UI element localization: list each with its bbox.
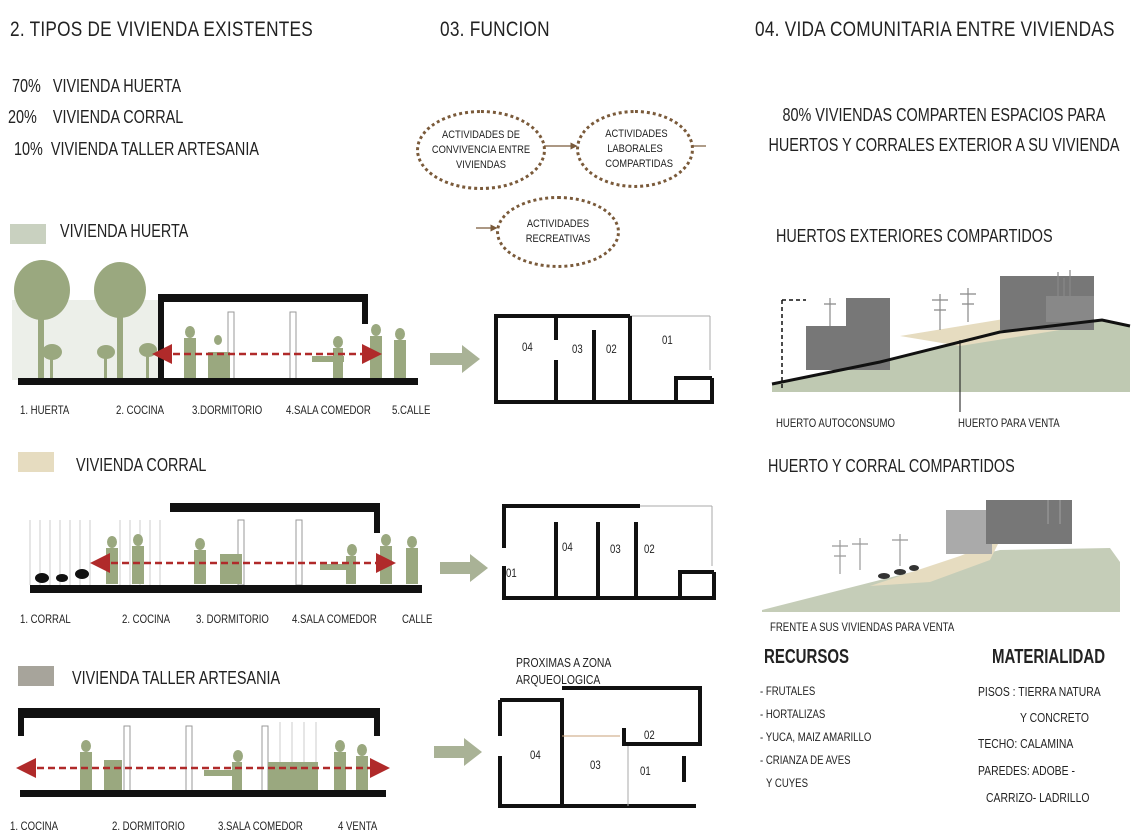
label-corral-3: 3. DORMITORIO <box>196 612 269 626</box>
legend-swatch-huerta <box>10 224 46 244</box>
recursos-item-3: - YUCA, MAIZ AMARILLO <box>760 730 872 744</box>
bubble-recreativas: ACTIVIDADES RECREATIVAS <box>496 196 620 268</box>
arqueo-note: PROXIMAS A ZONA ARQUEOLOGICA <box>516 655 611 687</box>
materialidad-line-1: PISOS : TIERRA NATURA <box>978 684 1101 699</box>
recursos-item-5: Y CUYES <box>766 776 808 790</box>
pct-corral: 20% VIVIENDA CORRAL <box>8 107 184 127</box>
recursos-item-4: - CRIANZA DE AVES <box>760 753 851 767</box>
label-corral-4: 4.SALA COMEDOR <box>292 612 377 626</box>
label-corral-1: 1. CORRAL <box>20 612 71 626</box>
plan-corral-room-02: 02 <box>644 542 655 556</box>
pct-taller: 10% VIVIENDA TALLER ARTESANIA <box>14 139 259 159</box>
bubble-convivencia: ACTIVIDADES DE CONVIVENCIA ENTRE VIVIEND… <box>416 110 546 190</box>
section-corral <box>29 503 422 593</box>
legend-swatch-corral <box>18 452 54 472</box>
label-taller-1: 1. COCINA <box>10 819 59 833</box>
legend-taller: VIVIENDA TALLER ARTESANIA <box>72 668 281 688</box>
legend-huerta: VIVIENDA HUERTA <box>60 221 189 241</box>
label-corral-5: CALLE <box>402 612 433 626</box>
recursos-title: RECURSOS <box>764 646 850 668</box>
arrows <box>430 345 488 766</box>
label-taller-3: 3.SALA COMEDOR <box>218 819 303 833</box>
plan-corral <box>501 504 716 600</box>
plan-huerta-room-01: 01 <box>662 333 673 347</box>
terrain-huertos <box>771 270 1131 412</box>
plan-huerta-room-04: 04 <box>522 340 533 354</box>
plan-taller-room-02: 02 <box>644 728 655 742</box>
recursos-item-1: - FRUTALES <box>760 684 816 698</box>
plan-huerta <box>494 314 714 404</box>
recursos-item-2: - HORTALIZAS <box>760 707 826 721</box>
label-huerta-5: 5.CALLE <box>392 403 431 417</box>
vida-huerto-venta: HUERTO PARA VENTA <box>958 416 1060 430</box>
materialidad-line-2: Y CONCRETO <box>1020 710 1089 725</box>
label-huerta-4: 4.SALA COMEDOR <box>286 403 371 417</box>
plan-huerta-room-03: 03 <box>572 342 583 356</box>
plan-corral-room-04: 04 <box>562 540 573 554</box>
label-taller-2: 2. DORMITORIO <box>112 819 185 833</box>
plan-taller <box>497 686 702 808</box>
vida-frente: FRENTE A SUS VIVIENDAS PARA VENTA <box>770 620 955 634</box>
materialidad-title: MATERIALIDAD <box>992 646 1106 668</box>
label-huerta-2: 2. COCINA <box>116 403 165 417</box>
vida-huerto-auto: HUERTO AUTOCONSUMO <box>776 416 895 430</box>
materialidad-line-4: PAREDES: ADOBE - <box>978 763 1075 778</box>
legend-swatch-taller <box>18 666 54 686</box>
title-funcion: 03. FUNCION <box>440 18 550 41</box>
plan-corral-room-01: 01 <box>506 566 517 580</box>
plan-taller-room-03: 03 <box>590 758 601 772</box>
label-huerta-1: 1. HUERTA <box>20 403 70 417</box>
terrain-corral <box>762 500 1120 612</box>
title-vida: 04. VIDA COMUNITARIA ENTRE VIVIENDAS <box>755 18 1115 41</box>
section-taller <box>16 708 390 797</box>
label-taller-4: 4 VENTA <box>338 819 378 833</box>
label-corral-2: 2. COCINA <box>122 612 171 626</box>
vida-huertos-title: HUERTOS EXTERIORES COMPARTIDOS <box>776 226 1053 246</box>
vida-stat: 80% VIVIENDAS COMPARTEN ESPACIOS PARA HU… <box>768 105 1120 155</box>
plan-corral-room-03: 03 <box>610 542 621 556</box>
vida-corral-title: HUERTO Y CORRAL COMPARTIDOS <box>768 456 1015 476</box>
legend-corral: VIVIENDA CORRAL <box>76 455 207 475</box>
section-huerta <box>12 260 418 385</box>
pct-huerta: 70% VIVIENDA HUERTA <box>12 76 182 96</box>
plan-huerta-room-02: 02 <box>606 342 617 356</box>
plan-taller-room-01: 01 <box>640 764 651 778</box>
label-huerta-3: 3.DORMITORIO <box>192 403 263 417</box>
title-tipos: 2. TIPOS DE VIVIENDA EXISTENTES <box>10 18 314 41</box>
plan-taller-room-04: 04 <box>530 748 541 762</box>
materialidad-line-5: CARRIZO- LADRILLO <box>986 790 1090 805</box>
bubble-laborales: ACTIVIDADES LABORALES COMPARTIDAS <box>576 110 694 188</box>
materialidad-line-3: TECHO: CALAMINA <box>978 736 1074 751</box>
